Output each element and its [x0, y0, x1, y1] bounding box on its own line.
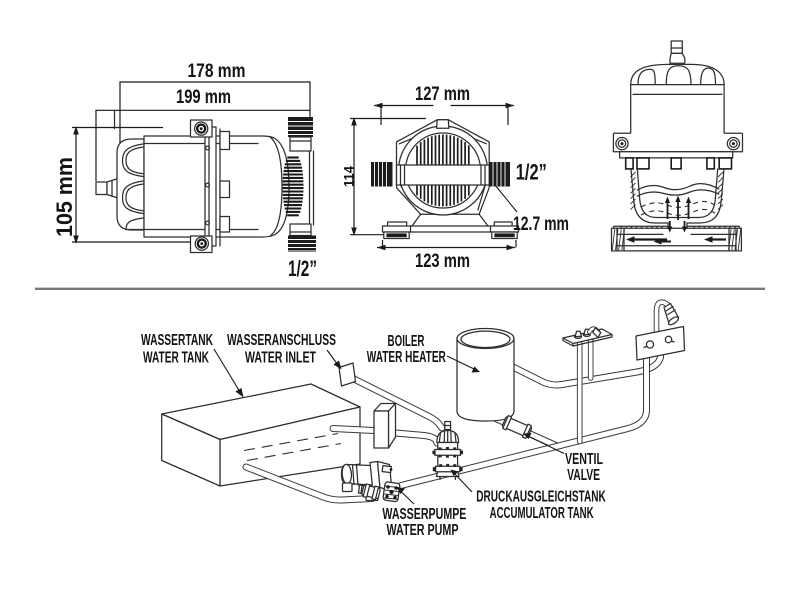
svg-text:WASSERTANK: WASSERTANK [141, 332, 213, 349]
svg-text:12.7 mm: 12.7 mm [513, 213, 569, 235]
svg-text:1/2”: 1/2” [516, 160, 547, 185]
svg-text:VENTIL: VENTIL [565, 451, 603, 468]
svg-text:WATER HEATER: WATER HEATER [367, 349, 446, 366]
svg-text:BOILER: BOILER [388, 333, 425, 350]
svg-text:127 mm: 127 mm [415, 83, 470, 105]
svg-text:WATER TANK: WATER TANK [143, 350, 209, 367]
svg-text:DRUCKAUSGLEICHSTANK: DRUCKAUSGLEICHSTANK [476, 489, 606, 506]
svg-text:VALVE: VALVE [567, 467, 600, 484]
svg-text:105 mm: 105 mm [52, 157, 77, 237]
svg-text:WATER INLET: WATER INLET [245, 350, 316, 367]
svg-text:199 mm: 199 mm [176, 86, 231, 108]
svg-text:178 mm: 178 mm [188, 60, 246, 82]
svg-text:WATER PUMP: WATER PUMP [387, 522, 459, 539]
svg-text:123 mm: 123 mm [415, 250, 470, 272]
svg-text:114: 114 [342, 166, 357, 187]
svg-text:1/2”: 1/2” [288, 256, 317, 281]
svg-text:ACCUMULATOR TANK: ACCUMULATOR TANK [490, 505, 594, 522]
svg-text:WASSERANSCHLUSS: WASSERANSCHLUSS [227, 332, 336, 349]
svg-text:WASSERPUMPE: WASSERPUMPE [382, 506, 466, 523]
